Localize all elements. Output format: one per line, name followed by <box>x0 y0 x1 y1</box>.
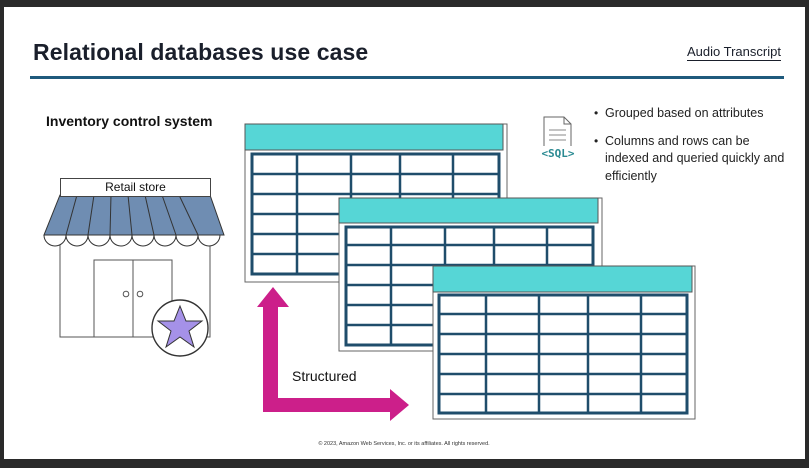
table-3 <box>432 265 696 420</box>
structured-label: Structured <box>292 368 357 384</box>
arrow-icon <box>257 287 409 421</box>
copyright-footer: © 2023, Amazon Web Services, Inc. or its… <box>318 441 490 447</box>
audio-transcript-link[interactable]: Audio Transcript <box>687 44 781 61</box>
slide: Relational databases use case Audio Tran… <box>4 7 805 459</box>
store-label: Retail store <box>60 178 211 197</box>
sql-label: <SQL> <box>541 147 574 160</box>
page-title: Relational databases use case <box>33 39 369 65</box>
star-icon <box>151 299 209 357</box>
sql-document-icon: <SQL> <box>534 116 582 160</box>
illustration: <SQL> <box>43 116 696 421</box>
title-divider <box>30 76 784 79</box>
bullet-item: Columns and rows can be indexed and quer… <box>594 133 794 186</box>
bullet-item: Grouped based on attributes <box>594 105 794 123</box>
subtitle: Inventory control system <box>46 113 213 129</box>
bullet-list: Grouped based on attributes Columns and … <box>594 105 794 195</box>
